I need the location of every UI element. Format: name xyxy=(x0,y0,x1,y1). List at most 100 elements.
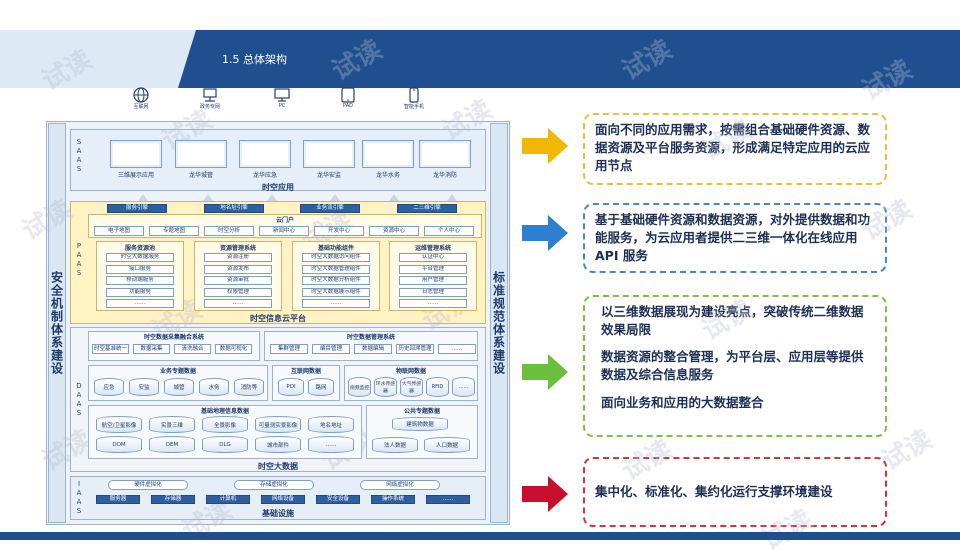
portal-item: 时空分析 xyxy=(204,226,254,236)
saas-app-screen xyxy=(362,140,414,168)
device-label: PC xyxy=(278,103,286,109)
network-icon xyxy=(201,86,219,104)
collect-item: 清洗融合 xyxy=(174,344,211,354)
header-title-bar xyxy=(178,30,960,88)
paas-group-item: 资源注册 xyxy=(204,253,272,262)
infrastructure-item: 安全设备 xyxy=(316,495,360,504)
arrow-paas-icon xyxy=(522,215,568,251)
paas-group-item: 用户管理 xyxy=(399,276,467,285)
saas-app-label: 龙华水务 xyxy=(375,172,400,179)
up-arrow-icon xyxy=(267,194,277,201)
iot-data-item: 大气传感器 xyxy=(400,377,423,397)
collect-item: 时空基准统一 xyxy=(92,344,129,354)
iot-data-item: …… xyxy=(452,377,475,397)
callout-saas-text: 面向不同的应用需求，按需组合基础硬件资源、数据资源及平台服务资源，形成满足特定应… xyxy=(595,122,871,174)
paas-group-item: 时空大数据访问组件 xyxy=(302,253,370,262)
standard-system-label: 标准规范体系建设 xyxy=(490,123,508,523)
basic-geo-data-item: DEM xyxy=(149,436,195,453)
paas-group-title: 服务资源池 xyxy=(124,245,155,252)
public-data-item: 建筑物数据 xyxy=(392,417,448,431)
paas-group-title: 资源管理系统 xyxy=(219,245,256,252)
paas-group-item: …… xyxy=(106,299,174,308)
saas-app-screen xyxy=(419,140,471,168)
saas-app-label: 龙华安监 xyxy=(316,172,341,179)
manage-item: 集群管理 xyxy=(270,344,308,354)
basic-geo-data-item: 城市部件 xyxy=(255,436,301,453)
up-arrow-icon xyxy=(389,194,399,201)
saas-app-screen xyxy=(239,140,291,168)
infrastructure-item: …… xyxy=(426,495,470,504)
saas-tag: SAAS xyxy=(75,138,83,174)
basic-geo-data-title: 基础地理信息数据 xyxy=(200,408,249,415)
up-arrow-icon xyxy=(447,194,457,201)
iot-data-item: RFID xyxy=(426,377,449,397)
virtualization-item: 存储虚拟化 xyxy=(234,480,314,490)
iot-data-item: 环水传感器 xyxy=(374,377,397,397)
paas-group-item: 日志管理 xyxy=(399,287,467,297)
internet-data-title: 互联网数据 xyxy=(290,368,321,375)
basic-geo-data-item: …… xyxy=(308,436,354,453)
portal-item: 新闻中心 xyxy=(259,226,309,236)
device-label: 互联网 xyxy=(133,104,149,110)
basic-geo-data-item: 可量测实景影像 xyxy=(255,416,301,433)
virtualization-item: 硬件虚拟化 xyxy=(108,480,188,490)
business-data-item: 城管 xyxy=(164,378,194,396)
portal-item: 电子地图 xyxy=(94,226,144,236)
portal-item: 开发中心 xyxy=(314,226,364,236)
monitor-icon xyxy=(273,86,291,104)
phone-icon xyxy=(405,86,423,104)
iot-data-item: 视频监控 xyxy=(348,377,371,397)
cloud-portal-title: 云门户 xyxy=(275,217,294,224)
infrastructure-item: 存储器 xyxy=(151,495,195,504)
tablet-icon xyxy=(339,86,357,104)
basic-geo-data-item: 地名地址 xyxy=(308,416,354,433)
basic-geo-data-item: 实景三维 xyxy=(149,416,195,433)
paas-group-item: 平台管理 xyxy=(399,264,467,274)
paas-group-item: 时空大数据管理组件 xyxy=(302,264,370,274)
paas-group-item: 资源审批 xyxy=(204,276,272,285)
iaas-title: 基础设施 xyxy=(262,509,294,518)
collect-system-title: 时空数据采集融合系统 xyxy=(143,334,204,341)
engine-box: 服务引擎 xyxy=(107,204,167,213)
up-arrow-icon xyxy=(330,194,340,201)
arrow-iaas-icon xyxy=(522,476,568,512)
public-data-title: 公共专题数据 xyxy=(403,408,440,415)
collect-item: 数据可视化 xyxy=(215,344,252,354)
callout-saas: 面向不同的应用需求，按需组合基础硬件资源、数据资源及平台服务资源，形成满足特定应… xyxy=(583,113,887,185)
collect-item: 数据采集 xyxy=(133,344,170,354)
paas-group-item: 功能服务 xyxy=(106,287,174,297)
infrastructure-item: 网络设备 xyxy=(261,495,305,504)
paas-group-item: 时空大数据展示组件 xyxy=(302,287,370,297)
paas-group-item: …… xyxy=(399,299,467,308)
basic-geo-data-item: DLG xyxy=(202,436,248,453)
paas-group-title: 运维管理系统 xyxy=(414,245,451,252)
internet-data-item: POI xyxy=(278,378,304,396)
globe-icon xyxy=(132,86,150,104)
business-data-title: 业务专题数据 xyxy=(159,368,196,375)
callout-daas-text-3: 面向业务和应用的大数据整合 xyxy=(601,394,764,410)
arrow-saas-icon xyxy=(522,128,568,164)
manage-system-title: 时空数据管理系统 xyxy=(346,334,395,341)
portal-item: 专题地图 xyxy=(149,226,199,236)
public-data-item: 法人数据 xyxy=(372,437,418,453)
device-label: PAD xyxy=(343,103,353,109)
engine-box: 业务流引擎 xyxy=(300,204,360,213)
portal-item: 个人中心 xyxy=(424,226,474,236)
basic-geo-data-item: 航空/卫星影像 xyxy=(96,416,142,433)
saas-app-label: 三维展示应用 xyxy=(117,172,154,179)
engine-box: 二三维引擎 xyxy=(397,204,457,213)
paas-group-title: 基础功能组件 xyxy=(317,245,354,252)
paas-group-item: 移动端服务 xyxy=(106,276,174,285)
paas-group-item: 时空大数据分析组件 xyxy=(302,276,370,285)
paas-tag: PAAS xyxy=(75,242,83,278)
device-label: 政务专网 xyxy=(199,104,220,110)
paas-group-item: 权限管理 xyxy=(204,287,272,297)
paas-group-item: 资源发布 xyxy=(204,264,272,274)
manage-item: 编目管理 xyxy=(312,344,350,354)
callout-daas-text-2: 数据资源的整合管理，为平台层、应用层等提供数据及综合信息服务 xyxy=(601,349,864,383)
paas-title: 时空信息云平台 xyxy=(250,314,306,323)
paas-group-item: …… xyxy=(204,299,272,308)
basic-geo-data-item: 全景影像 xyxy=(202,416,248,433)
iaas-tag: IAAS xyxy=(75,480,83,516)
business-data-item: 应急 xyxy=(94,378,124,396)
